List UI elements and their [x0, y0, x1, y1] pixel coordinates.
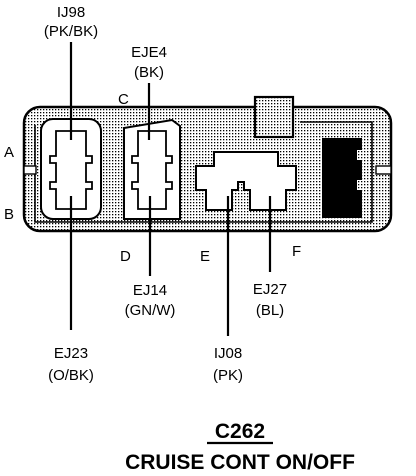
cavity-group-right [195, 151, 297, 211]
circuit-ej27-color: (BL) [256, 302, 284, 319]
circuit-eje4-id: EJE4 [131, 44, 167, 61]
cavity-letter-e: E [200, 248, 210, 265]
circuit-ej23-color: (O/BK) [48, 367, 94, 384]
circuit-ij98-id: IJ98 [57, 4, 85, 21]
cavity-letter-b: B [4, 206, 14, 223]
circuit-ij98-color: (PK/BK) [44, 23, 98, 40]
cavity-group-middle [123, 118, 181, 220]
connector-id: C262 [215, 420, 265, 443]
cavity-letter-d: D [120, 248, 131, 265]
key-block [322, 138, 362, 218]
cavity-letter-a: A [4, 144, 14, 161]
circuit-ij08-color: (PK) [213, 367, 243, 384]
cavity-letter-f: F [292, 243, 301, 260]
circuit-ej14-color: (GN/W) [125, 302, 176, 319]
cavity-letter-c: C [118, 91, 129, 108]
connector-name: CRUISE CONT ON/OFF [125, 451, 355, 474]
circuit-ej27-id: EJ27 [253, 281, 287, 298]
cavity-group-left [40, 118, 102, 220]
circuit-eje4-color: (BK) [134, 64, 164, 81]
circuit-ej14-id: EJ14 [133, 282, 167, 299]
circuit-ej23-id: EJ23 [54, 345, 88, 362]
circuit-ij08-id: IJ08 [214, 345, 242, 362]
